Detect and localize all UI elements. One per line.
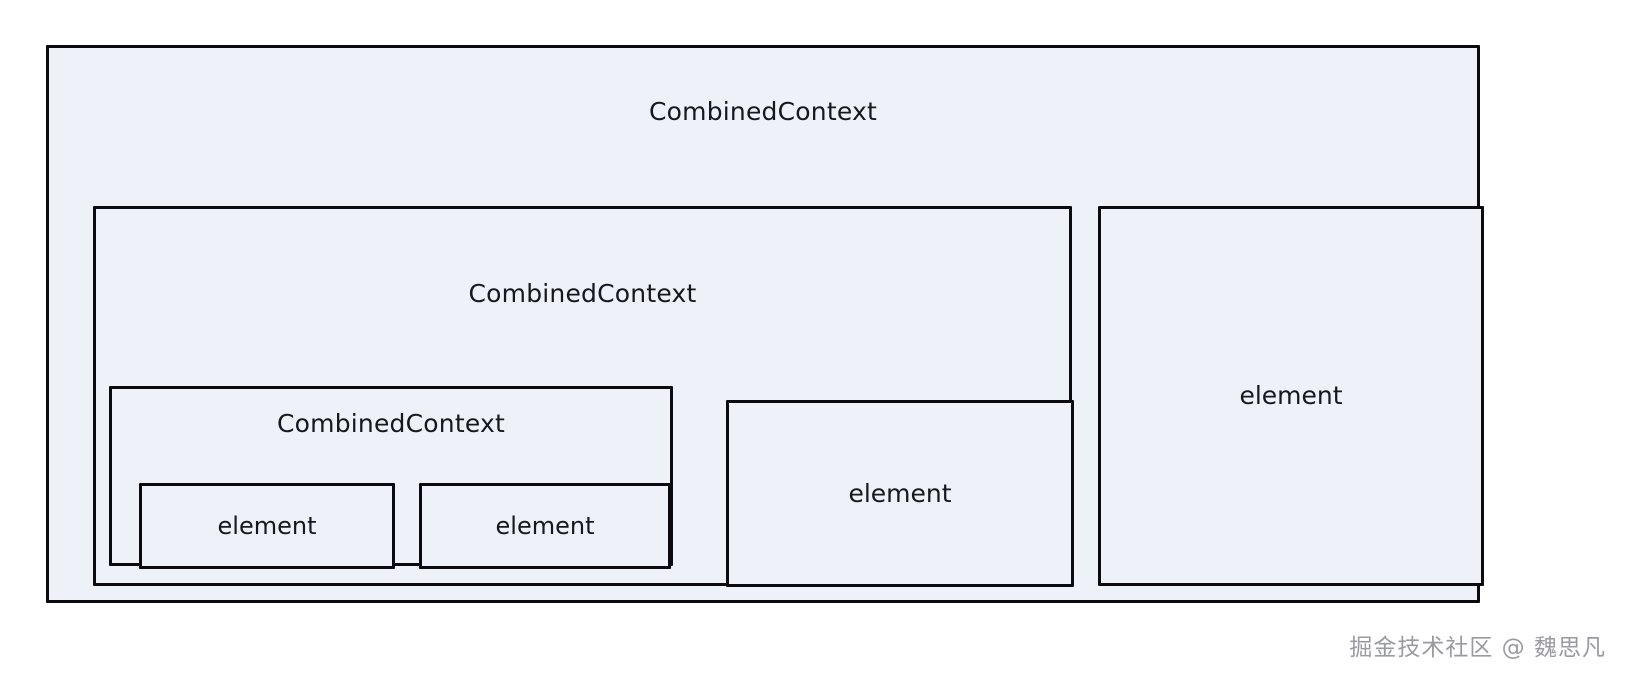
combined-context-level-1[interactable]: CombinedContext CombinedContext Combined… — [46, 45, 1484, 603]
combined-context-level-2-title: CombinedContext — [468, 279, 697, 308]
element-node-right-label: element — [1239, 381, 1343, 410]
element-node-middle[interactable]: element — [726, 400, 1074, 587]
element-node-middle-label: element — [848, 478, 952, 508]
combined-context-level-3[interactable]: CombinedContext element element — [109, 386, 673, 569]
combined-context-level-1-title: CombinedContext — [649, 97, 877, 126]
combined-context-level-3-title: CombinedContext — [277, 409, 505, 438]
combined-context-level-2[interactable]: CombinedContext CombinedContext element … — [93, 206, 1074, 587]
element-node-leaf-b[interactable]: element — [419, 483, 671, 569]
element-node-leaf-a[interactable]: element — [139, 483, 395, 569]
element-node-right[interactable]: element — [1098, 206, 1484, 586]
element-node-leaf-b-label: element — [495, 512, 595, 540]
element-node-leaf-a-label: element — [217, 512, 317, 540]
watermark-text: 掘金技术社区 @ 魏思凡 — [1349, 635, 1606, 661]
